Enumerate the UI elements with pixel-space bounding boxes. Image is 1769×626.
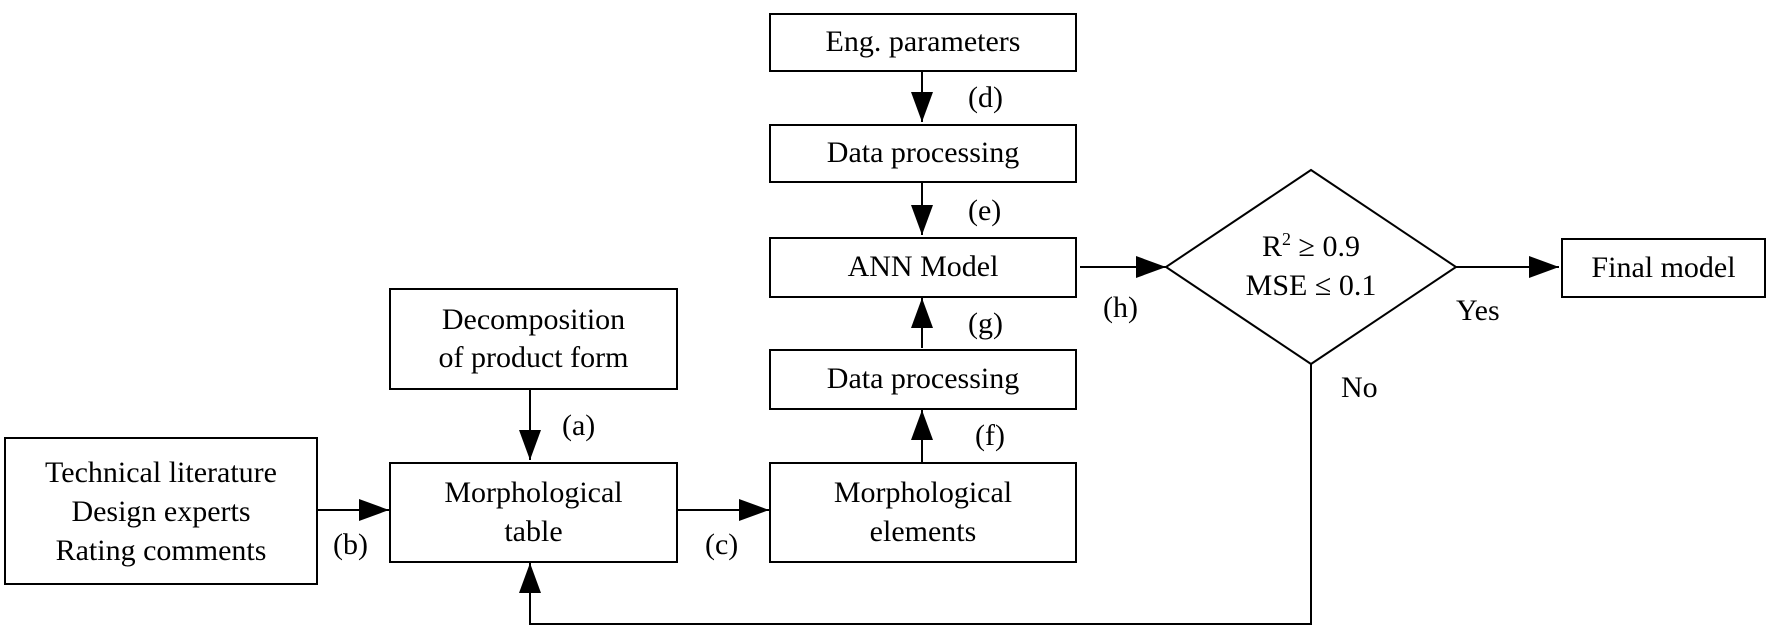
edge-label-yes: Yes <box>1456 294 1500 327</box>
final-model-text: Final model <box>1591 250 1736 284</box>
edge-label-h: (h) <box>1103 291 1138 324</box>
edge-label-d: (d) <box>968 81 1003 114</box>
inputs-line3: Rating comments <box>55 533 267 567</box>
morphological-elements-line2: elements <box>869 514 977 548</box>
edge-label-e: (e) <box>968 194 1002 227</box>
inputs-box: Technical literature Design experts Rati… <box>4 437 318 585</box>
ann-model-text: ANN Model <box>847 250 999 284</box>
edge-label-c: (c) <box>705 528 739 561</box>
decomposition-line2: of product form <box>438 341 629 374</box>
data-processing-bottom-box: Data processing <box>769 349 1077 410</box>
decomposition-line1: Decomposition <box>441 302 626 336</box>
morphological-table-line2: table <box>504 514 563 548</box>
morphological-elements-box: Morphological elements <box>769 462 1077 563</box>
inputs-line2: Design experts <box>71 494 251 528</box>
ann-model-box: ANN Model <box>769 237 1077 298</box>
edge-label-a: (a) <box>562 409 596 442</box>
morphological-elements-line1: Morphological <box>833 476 1013 510</box>
edge-label-no: No <box>1341 371 1378 404</box>
morphological-table-line1: Morphological <box>444 476 623 510</box>
decision-line1: R2 ≥ 0.9 <box>1262 229 1360 263</box>
arrow-no <box>519 364 1312 625</box>
decision-diamond <box>1164 168 1458 366</box>
decomposition-box: Decomposition of product form <box>389 288 678 390</box>
decision-text: R2 ≥ 0.9 MSE ≤ 0.1 <box>1196 227 1426 305</box>
data-processing-top-box: Data processing <box>769 124 1077 183</box>
final-model-box: Final model <box>1561 238 1766 298</box>
eng-parameters-text: Eng. parameters <box>825 25 1021 59</box>
decision-line2: MSE ≤ 0.1 <box>1245 269 1377 302</box>
inputs-line1: Technical literature <box>45 455 277 489</box>
edge-label-f: (f) <box>975 419 1005 452</box>
edge-label-g: (g) <box>968 307 1003 340</box>
morphological-table-box: Morphological table <box>389 462 678 563</box>
edge-label-b: (b) <box>333 528 368 561</box>
data-processing-bottom-text: Data processing <box>826 362 1020 396</box>
eng-parameters-box: Eng. parameters <box>769 13 1077 72</box>
data-processing-top-text: Data processing <box>826 136 1020 170</box>
